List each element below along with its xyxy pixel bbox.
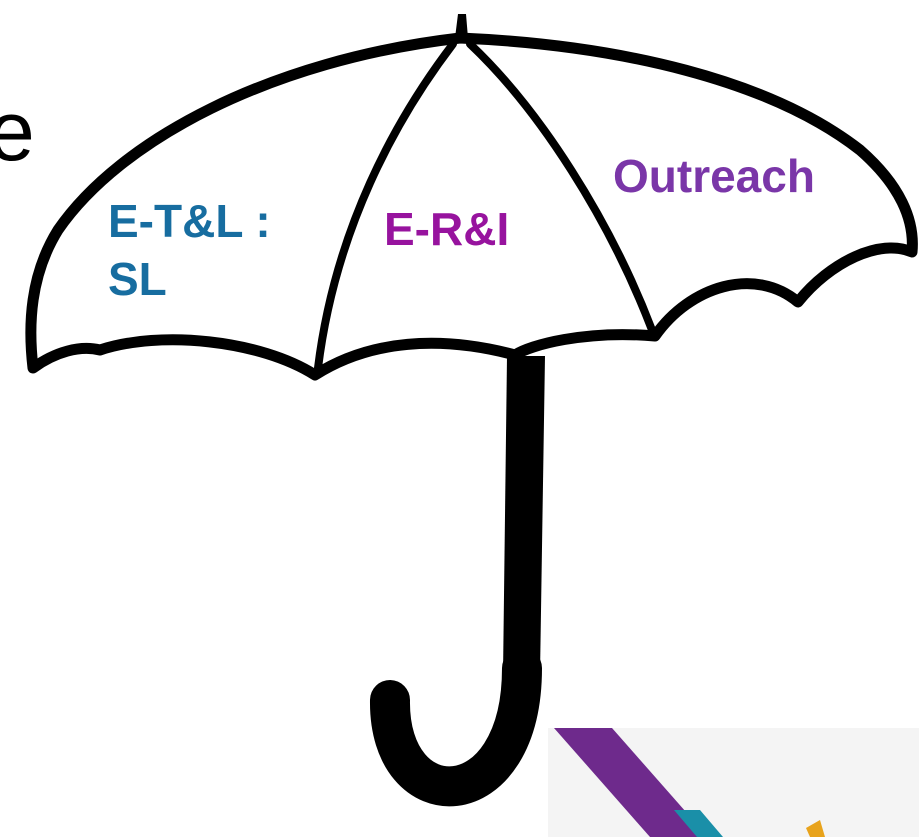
logo-teal-stripe [674,810,723,837]
umbrella-shaft [503,356,545,675]
logo-gold-mark [806,820,825,837]
etl-line-1: E-T&L : [108,195,271,247]
partial-logo-icon [548,728,919,837]
panel-label-etl: E-T&L : SL [108,192,271,308]
cropped-title-text: e [0,84,35,178]
eri-line-1: E-R&I [384,203,510,255]
etl-line-2: SL [108,253,167,305]
panel-label-eri: E-R&I [384,200,509,258]
umbrella-handle [369,648,542,807]
outreach-line-1: Outreach [613,150,815,202]
logo-purple-stripe [554,728,708,837]
umbrella-rib-right [466,40,656,334]
umbrella-rib-left [314,40,457,372]
umbrella-tip [455,14,468,38]
umbrella-canopy [25,32,918,381]
panel-label-outreach: Outreach [613,147,815,205]
